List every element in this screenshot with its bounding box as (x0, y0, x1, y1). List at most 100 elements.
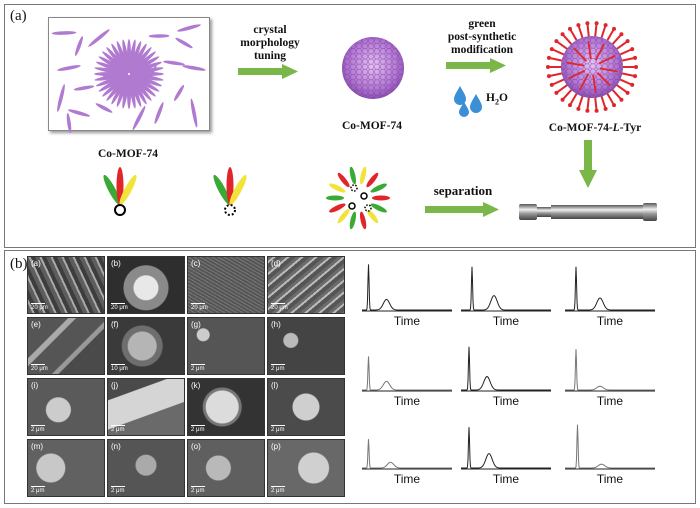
scale-bar (111, 486, 125, 487)
sem-panel-label: (f) (111, 320, 119, 329)
scale-bar-label: 2 μm (191, 488, 205, 494)
scale-bar-label: 2 μm (111, 427, 125, 433)
scale-bar-label: 10 μm (111, 366, 128, 372)
scale-bar (191, 425, 205, 426)
sem-image: (j)2 μm (107, 378, 185, 436)
separation-label: separation (433, 183, 493, 198)
needle-crystal-image (48, 17, 210, 134)
time-axis-label: Time (393, 394, 421, 408)
chromatogram-trace (461, 266, 551, 312)
chromatogram-line (565, 424, 655, 469)
sem-panel-label: (g) (191, 320, 201, 329)
co-mof-74-sphere (342, 37, 404, 99)
water-label: H2O (486, 92, 508, 107)
arrow2-text-3: modification (451, 44, 513, 56)
scale-bar-label: 2 μm (271, 366, 285, 372)
enantiomer-free-icon (213, 167, 247, 216)
scale-bar (31, 425, 45, 426)
arrow1-text-2: morphology (240, 37, 300, 49)
scale-bar-label: 20 μm (31, 305, 48, 311)
scale-bar (31, 303, 45, 304)
arrow1-text-1: crystal (253, 24, 287, 36)
time-axis-label: Time (393, 472, 421, 486)
chromatogram: Time (461, 418, 551, 488)
sem-image: (l)2 μm (267, 378, 345, 436)
chromatogram-line (461, 266, 551, 311)
chromatogram-trace (565, 349, 655, 392)
sem-panel-label: (e) (31, 320, 41, 329)
chromatogram: Time (362, 418, 452, 488)
scale-bar (111, 303, 125, 304)
sem-image: (a)20 μm (27, 256, 105, 314)
arrow-right-icon (238, 64, 298, 79)
sem-panel-label: (m) (31, 442, 43, 451)
sem-panel-label: (i) (31, 381, 39, 390)
arrow-right-icon (446, 58, 506, 73)
scale-bar-label: 20 μm (111, 305, 128, 311)
chromatogram-line (362, 264, 452, 311)
chromatogram: Time (362, 340, 452, 410)
sem-image: (h) 2 μm (267, 317, 345, 375)
arrow1-text-3: tuning (254, 50, 286, 62)
sem-image: (g)2 μm (187, 317, 265, 375)
chromatography-column (519, 203, 657, 221)
chromatogram: Time (565, 340, 655, 410)
scale-bar (111, 425, 125, 426)
chromatogram-line (565, 266, 655, 311)
scale-bar-label: 20 μm (31, 366, 48, 372)
sem-image: (b) 20 μm (107, 256, 185, 314)
chromatogram-trace (362, 264, 452, 312)
scale-bar-label: 20 μm (191, 305, 208, 311)
co-mof-74-l-tyr-label: Co-MOF-74-L-Tyr (548, 122, 642, 134)
scale-bar-label: 2 μm (191, 427, 205, 433)
sem-image: (e) 20 μm (27, 317, 105, 375)
chromatogram-trace (461, 427, 551, 470)
sem-panel-label: (c) (191, 259, 201, 268)
co-mof-74-l-tyr-sphere (546, 21, 638, 113)
sem-panel-label: (l) (271, 381, 279, 390)
scale-bar (191, 364, 205, 365)
chromatogram-trace (362, 356, 452, 392)
chromatogram: Time (461, 260, 551, 330)
chromatogram-line (565, 349, 655, 391)
scale-bar-label: 2 μm (271, 488, 285, 494)
chromatogram-trace (362, 439, 452, 470)
chromatogram-line (362, 356, 452, 391)
scale-bar-label: 20 μm (271, 305, 288, 311)
sem-image: (n)2 μm (107, 439, 185, 497)
scale-bar (111, 364, 125, 365)
sem-panel-label: (b) (111, 259, 121, 268)
sem-image: (k) 2 μm (187, 378, 265, 436)
arrow2-text-2: post-synthetic (447, 31, 517, 43)
scale-bar (271, 425, 285, 426)
racemic-mixture-icon (326, 166, 390, 230)
sem-panel-label: (k) (191, 381, 201, 390)
enantiomer-bound-icon (103, 167, 137, 216)
chromatogram-line (362, 439, 452, 469)
chromatogram-line (461, 346, 551, 391)
scale-bar (271, 486, 285, 487)
chromatogram: Time (362, 260, 452, 330)
scale-bar (271, 364, 285, 365)
sem-image-grid: (a)20 μm(b)20 μm(c)20 μm(d)20 μm(e)20 μm… (27, 256, 349, 500)
arrow-right-icon (425, 202, 499, 217)
arrow-down-icon (579, 140, 597, 188)
sem-panel-label: (n) (111, 442, 121, 451)
sem-image: (c) 20 μm (187, 256, 265, 314)
sem-panel-label: (h) (271, 320, 281, 329)
scale-bar (191, 486, 205, 487)
chromatogram-trace (565, 266, 655, 312)
time-axis-label: Time (596, 472, 624, 486)
time-axis-label: Time (492, 472, 520, 486)
sem-image: (p)2 μm (267, 439, 345, 497)
needle-crystals (51, 24, 206, 134)
sem-panel-label: (o) (191, 442, 201, 451)
scale-bar (271, 303, 285, 304)
chromatogram: Time (565, 260, 655, 330)
water-drops-icon (454, 86, 482, 117)
sem-image: (i)2 μm (27, 378, 105, 436)
panel-a-tag: (a) (10, 8, 27, 24)
scale-bar (31, 364, 45, 365)
scale-bar-label: 2 μm (31, 488, 45, 494)
time-axis-label: Time (393, 314, 421, 328)
